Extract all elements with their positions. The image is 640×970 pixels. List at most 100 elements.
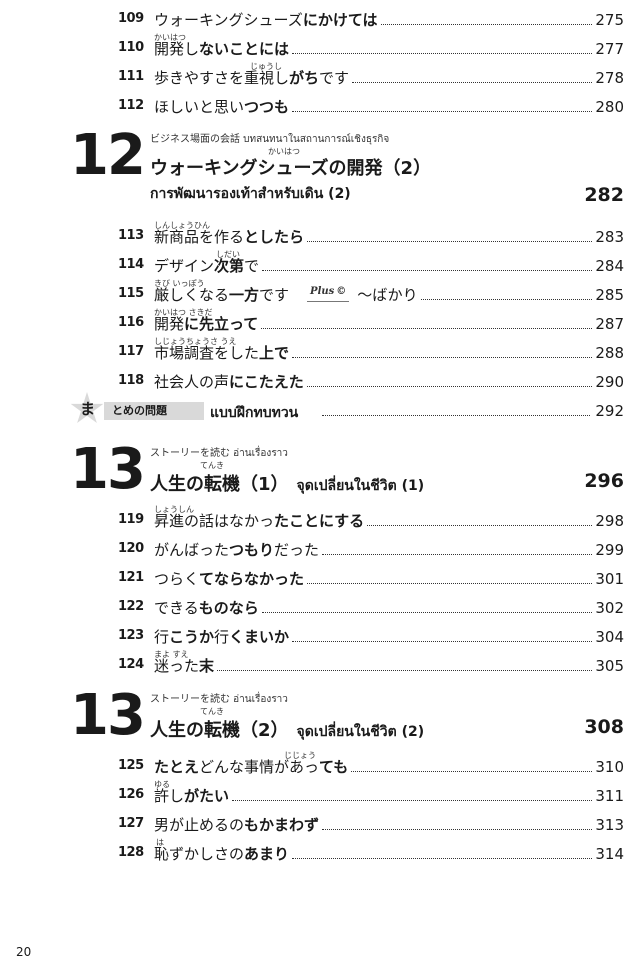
toc-entry[interactable]: 109 ウォーキングシューズにかけては 275 bbox=[118, 9, 624, 29]
entry-number: 109 bbox=[118, 11, 144, 26]
toc-entry[interactable]: 121 つらくてならなかった 301 bbox=[118, 568, 624, 588]
entry-title: がんばったつもりだった bbox=[154, 541, 320, 559]
furigana: かいはつ bbox=[268, 147, 300, 156]
leader-dots bbox=[380, 24, 593, 25]
entry-page: 310 bbox=[595, 758, 624, 776]
toc-entry[interactable]: 112 ほしいと思いつつも 280 bbox=[118, 96, 624, 116]
entry-title: かいはつ さきだ開発に先立って bbox=[154, 308, 258, 333]
entry-page: 313 bbox=[595, 816, 624, 834]
entry-title: しだいデザイン次第で bbox=[154, 250, 259, 275]
entry-title: しんしょうひん新商品を作るとしたら bbox=[154, 221, 304, 246]
unit-heading[interactable]: 12 ビジネス場面の会話 บทสนทนาในสถานการณ์เชิงธุรกิ… bbox=[70, 128, 624, 208]
leader-dots bbox=[322, 415, 590, 416]
furigana: しんしょうひん bbox=[154, 221, 210, 230]
unit-number: 12 bbox=[70, 123, 146, 188]
entry-number: 127 bbox=[118, 816, 144, 831]
leader-dots bbox=[307, 583, 593, 584]
furigana: しだい bbox=[216, 250, 240, 259]
entry-title: ゆる許しがたい bbox=[154, 780, 229, 805]
toc-entry[interactable]: 128 は恥ずかしさのあまり 314 bbox=[118, 838, 624, 863]
toc-entry[interactable]: 116 かいはつ さきだ開発に先立って 287 bbox=[118, 308, 624, 333]
leader-dots bbox=[262, 270, 593, 271]
entry-page: 298 bbox=[595, 512, 624, 530]
toc-entry[interactable]: 113 しんしょうひん新商品を作るとしたら 283 bbox=[118, 221, 624, 246]
furigana: しょうしん bbox=[154, 505, 194, 514]
entry-page: 278 bbox=[595, 69, 624, 87]
leader-dots bbox=[420, 299, 593, 300]
entry-number: 113 bbox=[118, 228, 144, 243]
toc-entry[interactable]: 120 がんばったつもりだった 299 bbox=[118, 539, 624, 559]
entry-number: 123 bbox=[118, 628, 144, 643]
unit-category: ストーリーを読む อ่านเรื่องราว bbox=[150, 448, 288, 459]
leader-dots bbox=[307, 241, 593, 242]
entry-page: 299 bbox=[595, 541, 624, 559]
unit-title: 人生の転機（1）จุดเปลี่ยนในชีวิต (1) bbox=[150, 474, 425, 495]
entry-number: 111 bbox=[118, 69, 144, 84]
leader-dots bbox=[292, 111, 593, 112]
entry-number: 117 bbox=[118, 344, 144, 359]
entry-page: 287 bbox=[595, 315, 624, 333]
entry-title: きび いっぽう厳しくなる一方です bbox=[154, 279, 289, 304]
toc-entry[interactable]: 111 じゅうし歩きやすさを重視しがちです 278 bbox=[118, 62, 624, 87]
leader-dots bbox=[261, 612, 593, 613]
toc-entry[interactable]: 126 ゆる許しがたい 311 bbox=[118, 780, 624, 805]
entry-title: しじょうちょうさ うえ市場調査をした上で bbox=[154, 337, 289, 362]
entry-page: 284 bbox=[595, 257, 624, 275]
toc-entry[interactable]: 123 行こうか行くまいか 304 bbox=[118, 626, 624, 646]
unit-page: 308 bbox=[584, 716, 624, 738]
unit-title: ウォーキングシューズの開発（2） bbox=[150, 158, 432, 179]
toc-entry[interactable]: 119 しょうしん昇進の話はなかったことにする 298 bbox=[118, 505, 624, 530]
leader-dots bbox=[322, 829, 593, 830]
plus-badge: Plus bbox=[307, 283, 350, 302]
entry-title: じじょうたとえどんな事情があっても bbox=[154, 751, 348, 776]
furigana: かいはつ さきだ bbox=[154, 308, 213, 317]
review-section[interactable]: ま とめの問題 แบบฝึกทบทวน 292 bbox=[70, 392, 624, 426]
unit-heading[interactable]: 13 ストーリーを読む อ่านเรื่องราว てんき 人生の転機（1）จุ… bbox=[70, 442, 624, 498]
entry-number: 112 bbox=[118, 98, 144, 113]
toc-entry[interactable]: 114 しだいデザイン次第で 284 bbox=[118, 250, 624, 275]
unit-title: 人生の転機（2）จุดเปลี่ยนในชีวิต (2) bbox=[150, 720, 425, 741]
entry-number: 118 bbox=[118, 373, 144, 388]
furigana: は bbox=[156, 838, 164, 847]
toc-entry[interactable]: 110 かいはつ開発しないことには 277 bbox=[118, 33, 624, 58]
toc-entry[interactable]: 124 まよ すえ迷った末 305 bbox=[118, 650, 624, 675]
toc-entry[interactable]: 127 男が止めるのもかまわず 313 bbox=[118, 814, 624, 834]
unit-page: 282 bbox=[584, 184, 624, 206]
entry-number: 121 bbox=[118, 570, 144, 585]
entry-number: 126 bbox=[118, 787, 144, 802]
entry-number: 128 bbox=[118, 845, 144, 860]
furigana: きび いっぽう bbox=[154, 279, 205, 288]
entry-title: かいはつ開発しないことには bbox=[154, 33, 289, 58]
furigana: しじょうちょうさ うえ bbox=[154, 337, 237, 346]
furigana: まよ すえ bbox=[154, 650, 189, 659]
toc-entry[interactable]: 118 社会人の声にこたえた 290 bbox=[118, 371, 624, 391]
furigana: てんき bbox=[200, 707, 224, 716]
entry-page: 305 bbox=[595, 657, 624, 675]
entry-page: 285 bbox=[595, 286, 624, 304]
entry-title: ウォーキングシューズにかけては bbox=[154, 11, 378, 29]
entry-title: 男が止めるのもかまわず bbox=[154, 816, 320, 834]
review-star-char: ま bbox=[80, 400, 96, 418]
review-page: 292 bbox=[595, 402, 624, 420]
entry-number: 115 bbox=[118, 286, 144, 301]
unit-number: 13 bbox=[70, 683, 146, 748]
toc-entry[interactable]: 122 できるものなら 302 bbox=[118, 597, 624, 617]
entry-title: しょうしん昇進の話はなかったことにする bbox=[154, 505, 364, 530]
leader-dots bbox=[352, 82, 593, 83]
furigana: てんき bbox=[200, 461, 224, 470]
page-number: 20 bbox=[16, 945, 32, 959]
review-label: แบบฝึกทบทวน bbox=[210, 405, 299, 421]
toc-entry[interactable]: 117 しじょうちょうさ うえ市場調査をした上で 288 bbox=[118, 337, 624, 362]
furigana: ゆる bbox=[154, 780, 170, 789]
unit-category: ビジネス場面の会話 บทสนทนาในสถานการณ์เชิงธุรกิจ bbox=[150, 134, 390, 145]
toc-entry[interactable]: 125 じじょうたとえどんな事情があっても 310 bbox=[118, 751, 624, 776]
entry-page: 314 bbox=[595, 845, 624, 863]
entry-title: じゅうし歩きやすさを重視しがちです bbox=[154, 62, 349, 87]
entry-title: は恥ずかしさのあまり bbox=[154, 838, 289, 863]
entry-page: 304 bbox=[595, 628, 624, 646]
entry-number: 110 bbox=[118, 40, 144, 55]
unit-heading[interactable]: 13 ストーリーを読む อ่านเรื่องราว てんき 人生の転機（2）จุ… bbox=[70, 688, 624, 744]
entry-page: 302 bbox=[595, 599, 624, 617]
leader-dots bbox=[292, 858, 593, 859]
